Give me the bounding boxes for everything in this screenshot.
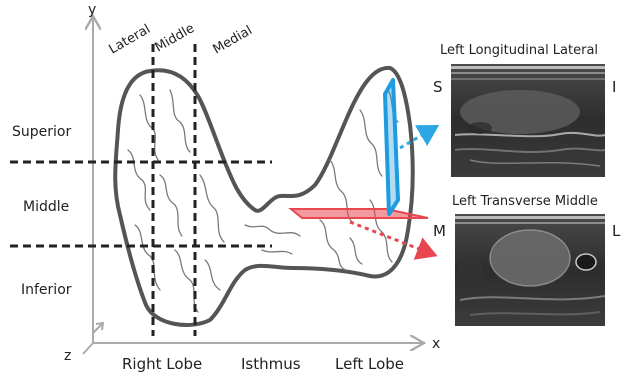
panel-longitudinal-right-marker: I bbox=[612, 78, 616, 96]
thyroid-gland bbox=[115, 68, 413, 325]
row-label-middle: Middle bbox=[23, 199, 69, 215]
row-label-superior: Superior bbox=[12, 124, 71, 140]
bottom-label-left-lobe: Left Lobe bbox=[335, 355, 404, 373]
panel-longitudinal: Left Longitudinal Lateral S I bbox=[433, 43, 616, 177]
bottom-label-right-lobe: Right Lobe bbox=[122, 355, 202, 373]
row-label-inferior: Inferior bbox=[21, 282, 72, 298]
x-axis-label: x bbox=[432, 336, 440, 352]
ultrasound-image-transverse bbox=[455, 214, 605, 326]
z-axis bbox=[83, 343, 93, 354]
ultrasound-image-longitudinal bbox=[451, 64, 605, 177]
column-label-middle: Middle bbox=[153, 21, 198, 55]
panel-transverse-left-marker: M bbox=[433, 222, 446, 240]
y-axis-label: y bbox=[88, 2, 96, 18]
bottom-labels: Right Lobe Isthmus Left Lobe bbox=[122, 355, 404, 373]
panel-longitudinal-left-marker: S bbox=[433, 78, 443, 96]
bottom-label-isthmus: Isthmus bbox=[241, 355, 301, 373]
column-label-medial: Medial bbox=[211, 23, 255, 57]
column-labels: Lateral Middle Medial bbox=[107, 21, 255, 57]
panel-transverse-title: Left Transverse Middle bbox=[452, 194, 598, 209]
panel-transverse: Left Transverse Middle M L bbox=[433, 194, 621, 326]
column-label-lateral: Lateral bbox=[107, 22, 154, 58]
z-axis-arrow bbox=[93, 323, 103, 333]
panel-transverse-right-marker: L bbox=[612, 222, 621, 240]
z-axis-label: z bbox=[64, 348, 71, 364]
panel-longitudinal-title: Left Longitudinal Lateral bbox=[440, 43, 598, 58]
row-labels: Superior Middle Inferior bbox=[12, 124, 72, 298]
thyroid-outline bbox=[115, 68, 413, 325]
